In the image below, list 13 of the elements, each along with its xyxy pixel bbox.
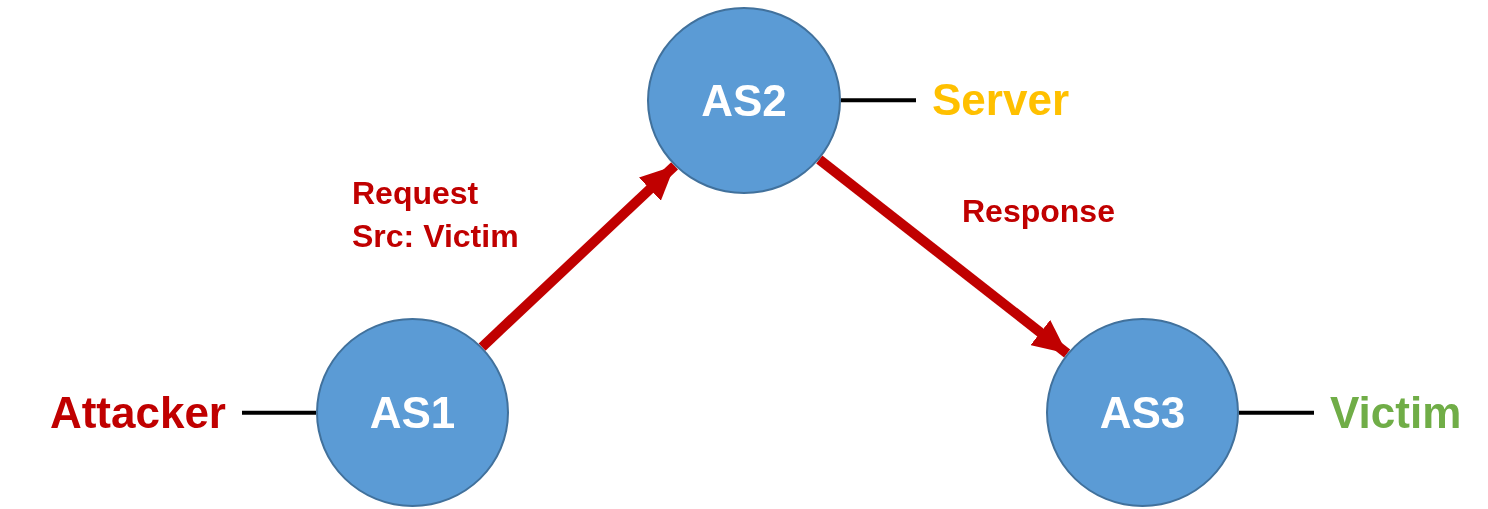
- edge-label: Request Src: Victim: [352, 174, 520, 257]
- connector-line: [1239, 410, 1314, 415]
- arrow: [478, 162, 679, 351]
- host-label: Victim: [1330, 388, 1462, 438]
- node-label: AS3: [1099, 387, 1186, 438]
- connector-line: [841, 98, 916, 103]
- edge-label: Response: [962, 192, 1116, 231]
- node-label: AS2: [701, 75, 787, 126]
- node-label: AS1: [369, 387, 456, 438]
- arrow: [816, 155, 1071, 358]
- host-label: Attacker: [49, 388, 226, 438]
- host-label: Server: [932, 75, 1069, 125]
- connector-line: [242, 410, 316, 415]
